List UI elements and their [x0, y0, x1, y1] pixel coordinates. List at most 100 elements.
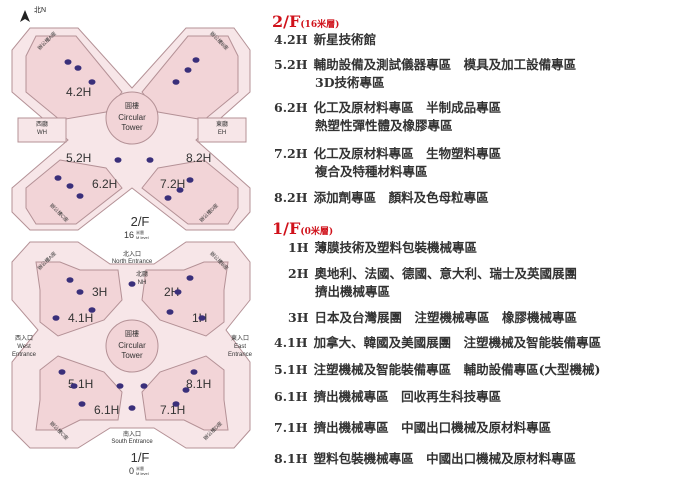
entrance-dot-icon: [186, 275, 194, 281]
legend-row-3h: 3H 日本及台灣展團 注塑機械專區 橡膠機械專區: [288, 310, 577, 326]
legend-code: 2H: [288, 266, 309, 281]
upper-west-en: WH: [37, 130, 47, 136]
hall-5-1h-6-1h-block: [35, 355, 123, 431]
legend-text: 擠出機械專區 回收再生科技專區: [313, 389, 502, 404]
entrance-dot-icon: [74, 65, 82, 71]
lower-floor-label: 1/F: [131, 450, 150, 465]
legend-text: 塑料包裝機械專區 中國出口機械及原材料專區: [313, 451, 577, 466]
legend-text: 輔助設備及測試儀器專區 模具及加工設備專區: [313, 57, 577, 72]
legend-row-5-2h-cont: 3D技術專區: [315, 75, 385, 91]
north-hall-cn: 北廳: [136, 270, 148, 278]
upper-west-cn: 西廳: [36, 120, 48, 128]
legend-row-7-1h: 7.1H 擠出機械專區 中國出口機械及原材料專區: [274, 420, 551, 436]
east-entrance-cn: 東入口: [231, 334, 249, 342]
legend-text: 3D技術專區: [315, 75, 385, 90]
legend-row-2h-cont: 擠出機械專區: [315, 284, 390, 300]
entrance-dot-icon: [78, 401, 86, 407]
legend-row-2h: 2H 奧地利、法國、德國、意大利、瑞士及英國展團: [288, 266, 577, 282]
legend-code: 1H: [288, 240, 309, 255]
legend-text: 奧地利、法國、德國、意大利、瑞士及英國展團: [314, 266, 578, 281]
legend-code: 7.1H: [274, 420, 308, 435]
legend-text: 熱塑性彈性體及橡膠專區: [315, 118, 453, 133]
legend-text: 化工及原材料專區 生物塑料專區: [313, 146, 502, 161]
entrance-dot-icon: [76, 289, 84, 295]
legend-code: 7.2H: [274, 146, 308, 161]
entrance-dot-icon: [54, 175, 62, 181]
legend-row-6-1h: 6.1H 擠出機械專區 回收再生科技專區: [274, 389, 501, 405]
hall-label-2h: 2H: [164, 285, 179, 299]
upper-height-value: 16: [124, 230, 134, 240]
legend-code: 8.2H: [274, 190, 308, 205]
entrance-dot-icon: [114, 157, 122, 163]
legend-row-6-2h: 6.2H 化工及原材料專區 半制成品專區: [274, 100, 501, 116]
entrance-dot-icon: [88, 307, 96, 313]
entrance-dot-icon: [64, 59, 72, 65]
lower-height-value: 0: [129, 466, 134, 476]
entrance-dot-icon: [140, 383, 148, 389]
entrance-dot-icon: [164, 195, 172, 201]
lower-floor-plan: [11, 241, 251, 449]
entrance-dot-icon: [172, 79, 180, 85]
entrance-dot-icon: [70, 383, 78, 389]
hall-label-4-1h: 4.1H: [68, 311, 93, 325]
floor1-subtitle: (0米層): [300, 227, 334, 237]
south-entrance-en: South Entrance: [111, 439, 153, 445]
floor1-heading: 1/F(0米層): [272, 219, 333, 238]
east-entrance-en1: East: [234, 344, 246, 350]
upper-east-en: EH: [218, 130, 226, 136]
legend-text: 化工及原材料專區 半制成品專區: [313, 100, 502, 115]
north-entrance-cn: 北入口: [123, 250, 141, 258]
entrance-dot-icon: [192, 57, 200, 63]
upper-east-cn: 東廳: [216, 120, 228, 128]
entrance-dot-icon: [76, 193, 84, 199]
hall-label-5-2h: 5.2H: [66, 151, 91, 165]
upper-height-en: M level: [136, 235, 149, 240]
upper-floor-label: 2/F: [131, 214, 150, 229]
floor2-subtitle: (16米層): [300, 20, 340, 30]
legend-text: 新星技術館: [313, 32, 377, 47]
lower-center-cn: 圓樓: [125, 329, 139, 338]
west-entrance-en1: West: [17, 344, 31, 350]
entrance-dot-icon: [184, 67, 192, 73]
entrance-dot-icon: [116, 383, 124, 389]
lower-center-en2: Tower: [121, 351, 143, 360]
legend-text: 添加劑專區 顏料及色母粒專區: [313, 190, 489, 205]
hall-label-6-2h: 6.2H: [92, 177, 117, 191]
legend-row-8-1h: 8.1H 塑料包裝機械專區 中國出口機械及原材料專區: [274, 451, 576, 467]
upper-center-en2: Tower: [121, 123, 143, 132]
compass-icon: 北N: [20, 6, 46, 22]
hall-8-2h-block: [141, 159, 239, 225]
hall-4-2h-block: [25, 35, 123, 121]
legend-text: 日本及台灣展團 注塑機械專區 橡膠機械專區: [314, 310, 578, 325]
hall-label-4-2h: 4.2H: [66, 85, 91, 99]
entrance-dot-icon: [190, 369, 198, 375]
legend-text: 注塑機械及智能裝備專區 輔助設備專區(大型機械): [313, 362, 601, 377]
legend-code: 6.2H: [274, 100, 308, 115]
legend-row-8-2h: 8.2H 添加劑專區 顏料及色母粒專區: [274, 190, 489, 206]
legend-code: 3H: [288, 310, 309, 325]
hall-label-8-1h: 8.1H: [186, 377, 211, 391]
entrance-dot-icon: [88, 79, 96, 85]
legend-row-7-2h-cont: 複合及特種材料專區: [315, 164, 428, 180]
south-entrance-cn: 南入口: [123, 430, 141, 438]
entrance-dot-icon: [166, 309, 174, 315]
upper-height-cn: 米層: [136, 229, 144, 235]
hall-2h-1h-block: [141, 261, 229, 337]
upper-center-en1: Circular: [118, 113, 146, 122]
entrance-dot-icon: [186, 177, 194, 183]
legend-text: 擠出機械專區 中國出口機械及原材料專區: [313, 420, 552, 435]
hall-8-1h-7-1h-block: [141, 355, 229, 431]
hall-5-2h-block: [25, 159, 123, 225]
entrance-dot-icon: [182, 387, 190, 393]
legend-code: 6.1H: [274, 389, 308, 404]
lower-center-en1: Circular: [118, 341, 146, 350]
legend-code: 8.1H: [274, 451, 308, 466]
legend-text: 加拿大、韓國及美國展團 注塑機械及智能裝備專區: [313, 335, 602, 350]
legend-text: 薄膜技術及塑料包裝機械專區: [314, 240, 478, 255]
lower-height-cn: 米層: [136, 465, 144, 471]
floor-plan-map: 北N 圓樓 Circular Tower 4.2H 5.2H 6.2H 8.2H…: [11, 6, 253, 476]
floor2-heading: 2/F(16米層): [272, 12, 339, 31]
entrance-dot-icon: [52, 315, 60, 321]
